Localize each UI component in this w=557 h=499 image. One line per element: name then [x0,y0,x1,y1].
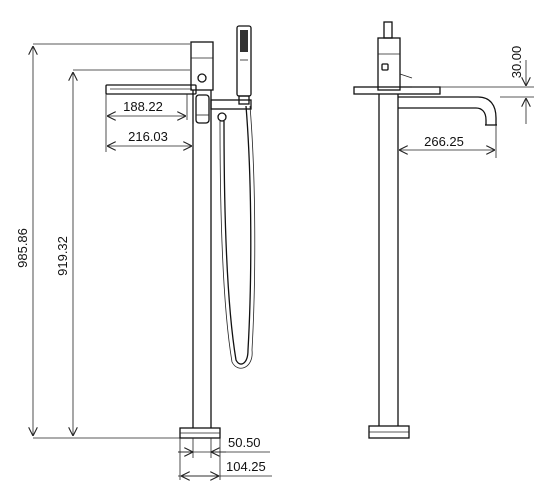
control-knob [197,73,207,83]
base-diameter-label: 104.25 [226,459,266,474]
spout-reach-label: 266.25 [424,134,464,149]
front-view [105,25,256,439]
shelf-thickness-label: 30.00 [509,46,524,79]
spout-height-label: 919.32 [55,236,70,276]
hose-connector [217,112,227,122]
front-view-dimensions: 985.86 919.32 188.22 216.03 50.50 104.25 [15,43,272,480]
shower-hose [223,105,252,365]
spout [195,94,210,124]
overall-height-label: 985.86 [15,228,30,268]
shelf [105,84,197,95]
side-spout [398,96,497,125]
shelf-outer-label: 216.03 [128,129,168,144]
diverter-arm [210,99,252,110]
shower-head [240,30,248,52]
mixer-body [190,41,214,91]
side-view [353,21,497,439]
shelf-inner-label: 188.22 [123,99,163,114]
side-shelf [353,86,441,95]
pipe-diameter-label: 50.50 [228,435,261,450]
side-view-dimensions: 266.25 30.00 [399,46,534,158]
side-handle [383,21,393,39]
side-mixer-body [377,37,401,91]
